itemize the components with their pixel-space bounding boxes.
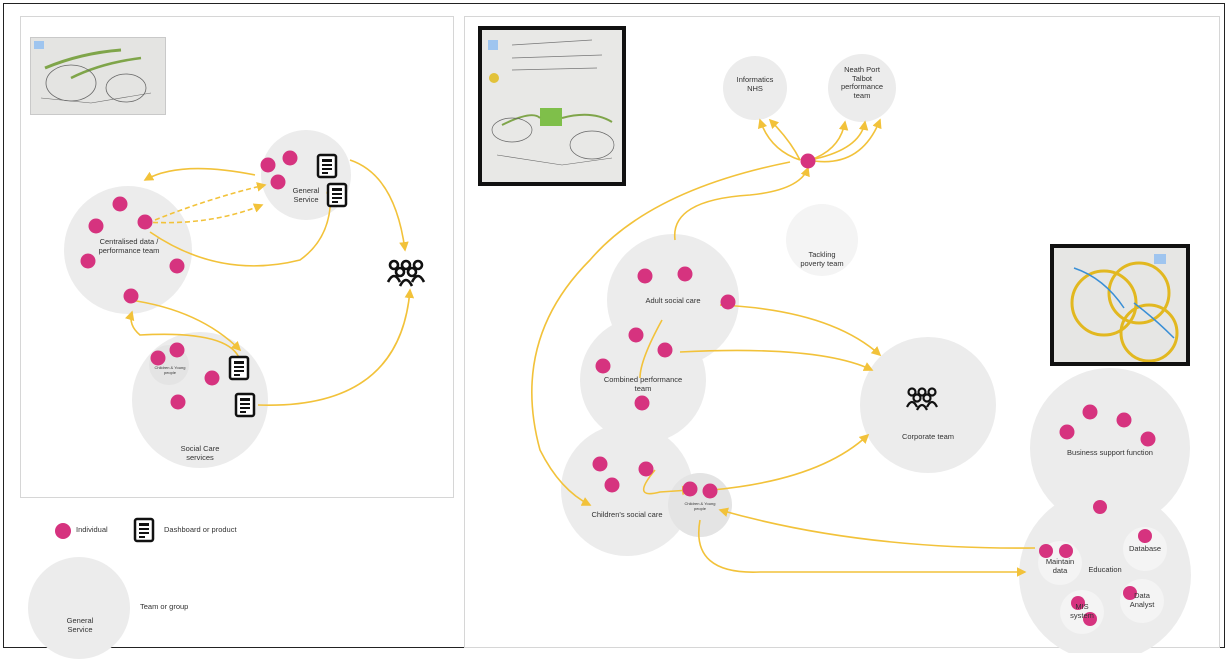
individual-dot	[604, 477, 620, 493]
dashboard-icon	[326, 182, 348, 208]
people-group-icon	[906, 387, 938, 411]
individual-dot	[1116, 412, 1132, 428]
database-label: Database	[1128, 544, 1162, 553]
individual-dot	[169, 342, 185, 358]
individual-dot	[637, 268, 653, 284]
tackling-poverty-label: Tackling poverty team	[800, 250, 844, 268]
individual-dot	[800, 153, 816, 169]
business-support-circle	[1030, 368, 1190, 528]
dashboard-icon	[228, 355, 250, 381]
individual-dot	[282, 150, 298, 166]
individual-dot	[1140, 431, 1156, 447]
dashboard-icon	[234, 392, 256, 418]
individual-dot	[112, 196, 128, 212]
npt-performance-circle	[828, 54, 896, 122]
legend-team-example: General Service	[66, 616, 94, 634]
corporate-team-label: Corporate team	[901, 432, 955, 441]
whiteboard-photo-1	[30, 37, 166, 115]
individual-dot	[1059, 424, 1075, 440]
individual-dot	[88, 218, 104, 234]
individual-dot	[1138, 529, 1152, 543]
legend-team-circle	[28, 557, 130, 659]
centralised-team-circle	[64, 186, 192, 314]
children-young-left-label: Children & Young people	[154, 365, 186, 375]
legend-team-label: Team or group	[140, 602, 189, 611]
individual-dot	[720, 294, 736, 310]
whiteboard-photo-3	[1050, 244, 1190, 366]
individual-dot	[682, 481, 698, 497]
individual-dot	[150, 350, 166, 366]
education-label: Education	[1088, 565, 1122, 574]
individual-dot	[1123, 586, 1137, 600]
informatics-circle	[723, 56, 787, 120]
individual-dot	[123, 288, 139, 304]
individual-dot	[1059, 544, 1073, 558]
centralised-team-label: Centralised data / performance team	[98, 237, 160, 255]
individual-dot	[657, 342, 673, 358]
legend-dashboard-label: Dashboard or product	[164, 525, 237, 534]
individual-dot	[628, 327, 644, 343]
individual-dot	[1083, 612, 1097, 626]
whiteboard-photo-2	[478, 26, 626, 186]
individual-dot	[1093, 500, 1107, 514]
individual-dot	[1039, 544, 1053, 558]
legend-individual-label: Individual	[76, 525, 108, 534]
individual-dot	[80, 253, 96, 269]
social-care-label: Social Care services	[180, 444, 220, 462]
individual-dot	[595, 358, 611, 374]
individual-dot	[634, 395, 650, 411]
maintain-data-label: Maintain data	[1045, 557, 1075, 575]
individual-dot	[638, 461, 654, 477]
individual-dot	[1071, 596, 1085, 610]
mis-system-label: MIS system	[1070, 602, 1094, 620]
npt-performance-label: Neath Port Talbot performance team	[840, 65, 884, 100]
individual-dot	[170, 394, 186, 410]
individual-dot	[137, 214, 153, 230]
individual-dot	[592, 456, 608, 472]
dashboard-icon	[316, 153, 338, 179]
individual-dot	[702, 483, 718, 499]
general-service-label: General Service	[292, 186, 320, 204]
business-support-label: Business support function	[1067, 448, 1153, 457]
individual-dot	[55, 523, 71, 539]
dashboard-icon	[133, 517, 155, 543]
data-analyst-label: Data Analyst	[1129, 591, 1155, 609]
individual-dot	[677, 266, 693, 282]
individual-dot	[260, 157, 276, 173]
individual-dot	[270, 174, 286, 190]
tackling-poverty-circle	[786, 204, 858, 276]
individual-dot	[204, 370, 220, 386]
combined-performance-circle	[580, 317, 706, 443]
informatics-label: Informatics NHS	[736, 75, 774, 93]
people-group-icon	[386, 259, 426, 287]
adult-social-care-label: Adult social care	[645, 296, 701, 305]
individual-dot	[1082, 404, 1098, 420]
childrens-social-care-circle	[561, 424, 693, 556]
childrens-social-care-label: Children's social care	[591, 510, 663, 519]
children-young-right-label: Children & Young people	[684, 501, 716, 511]
combined-performance-label: Combined performance team	[603, 375, 683, 393]
individual-dot	[169, 258, 185, 274]
database-circle	[1123, 527, 1167, 571]
